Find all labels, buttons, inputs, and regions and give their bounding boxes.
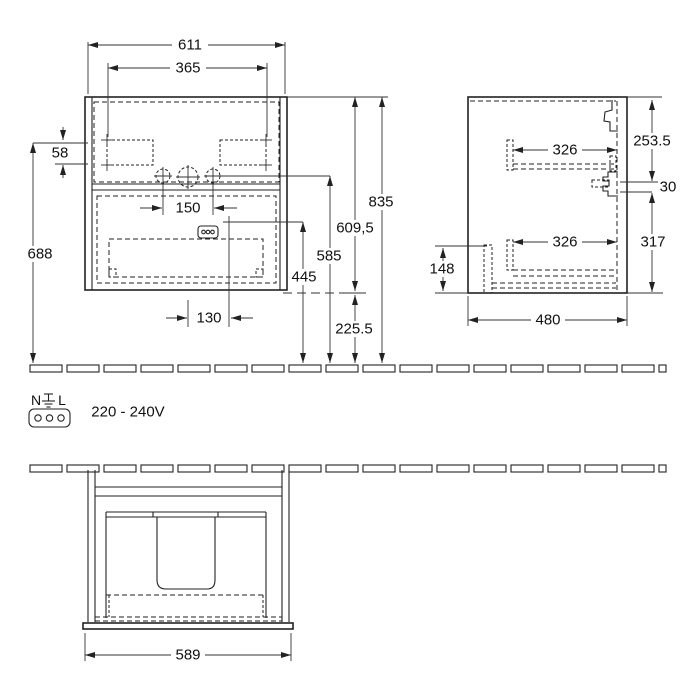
hatch-brick [214, 464, 248, 473]
hatch-brick [103, 464, 137, 473]
hatch-brick [473, 464, 507, 473]
hatch-brick [140, 464, 174, 473]
floor-hatch-upper [29, 364, 667, 373]
dim-socket-height: 445 [291, 269, 316, 286]
front-view [84, 96, 330, 327]
dim-cutout-height: 58 [52, 145, 69, 162]
hatch-brick [214, 364, 248, 373]
hatch-brick [362, 364, 396, 373]
hatch-brick [547, 464, 581, 473]
socket-icon [197, 225, 219, 239]
dim-bracket-height: 30 [660, 179, 677, 196]
power-socket-icon [28, 408, 71, 428]
earth-ground-icon [42, 393, 55, 408]
top-drawer-hidden [93, 101, 280, 183]
bottom-drawer-hidden [96, 195, 277, 284]
hatch-brick [658, 364, 667, 373]
hatch-brick [251, 464, 285, 473]
side-view-dimensions: 326 253.5 30 317 326 148 480 [426, 96, 677, 329]
hatch-brick [140, 364, 174, 373]
dim-socket-offset: 130 [196, 310, 221, 327]
hatch-brick [436, 364, 470, 373]
dim-plan-width: 589 [175, 647, 200, 664]
hatch-brick [177, 464, 211, 473]
left-cutout [106, 139, 154, 166]
dim-lower-rail-depth: 326 [552, 234, 577, 251]
hatch-brick [251, 364, 285, 373]
hatch-brick [510, 364, 544, 373]
dim-lower-rail-height: 148 [429, 261, 454, 278]
dim-overall-depth: 480 [535, 312, 560, 329]
front-view-dimensions: 611 365 58 688 150 130 445 585 609,5 225… [26, 37, 397, 363]
hatch-brick [584, 464, 618, 473]
hatch-brick [510, 464, 544, 473]
line-label: L [58, 392, 66, 408]
dim-siphon-height: 688 [27, 246, 52, 263]
hatch-brick [66, 364, 100, 373]
hatch-brick [66, 464, 100, 473]
hatch-brick [103, 364, 137, 373]
lower-support [483, 244, 493, 294]
dim-overall-height: 835 [368, 194, 393, 211]
upper-rail [506, 139, 514, 171]
hatch-brick [621, 464, 655, 473]
basin-bowl [156, 517, 216, 590]
side-carcass [467, 96, 628, 294]
dim-tap-spacing: 150 [175, 200, 200, 217]
wall-hatch-lower [29, 464, 667, 473]
hatch-brick [547, 364, 581, 373]
lower-rail [506, 239, 514, 271]
hatch-brick [29, 464, 63, 473]
dim-bracket-to-bottom: 317 [640, 234, 665, 251]
tap-holes [154, 165, 221, 189]
front-carcass [84, 96, 288, 291]
hatch-brick [621, 364, 655, 373]
hatch-brick [399, 364, 433, 373]
wall-hook-bracket [603, 100, 618, 132]
dim-cutout-width: 365 [175, 60, 200, 77]
lower-cutout [108, 238, 264, 278]
dim-tap-height: 585 [316, 248, 341, 265]
dim-upper-rail-depth: 326 [552, 142, 577, 159]
plan-view [82, 470, 294, 630]
plan-view-dimensions: 589 [84, 633, 292, 664]
hatch-brick [362, 464, 396, 473]
drawer-front-edge [82, 622, 294, 630]
hatch-brick [325, 364, 359, 373]
hatch-brick [29, 364, 63, 373]
dim-floor-clearance: 225.5 [335, 321, 373, 338]
hatch-brick [177, 364, 211, 373]
hatch-brick [288, 464, 322, 473]
cutout-corner-marks [101, 134, 272, 171]
electrical-info: N L 220 - 240V [28, 392, 165, 428]
dim-cabinet-height: 609,5 [336, 220, 374, 237]
adjuster-bracket [602, 171, 618, 197]
voltage-range: 220 - 240V [91, 404, 164, 421]
hatch-brick [584, 364, 618, 373]
dim-top-to-bracket: 253.5 [633, 133, 671, 150]
hatch-brick [658, 464, 667, 473]
hatch-brick [436, 464, 470, 473]
hatch-brick [288, 364, 322, 373]
dim-overall-width: 611 [178, 37, 202, 54]
hatch-brick [473, 364, 507, 373]
neutral-label: N [31, 392, 41, 408]
side-view [467, 96, 628, 294]
hatch-brick [399, 464, 433, 473]
right-cutout [219, 139, 267, 166]
hatch-brick [325, 464, 359, 473]
